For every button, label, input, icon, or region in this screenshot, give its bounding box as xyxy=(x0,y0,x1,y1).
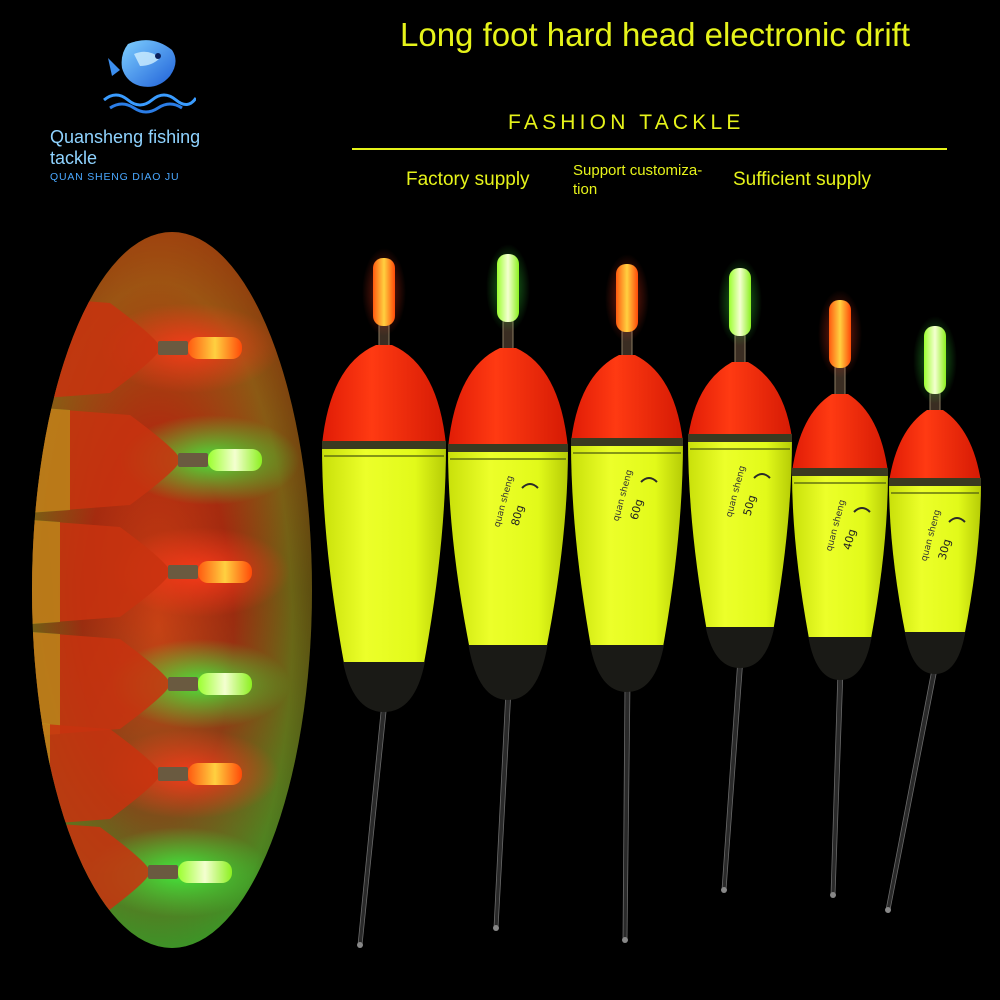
closeup-oval xyxy=(32,232,312,948)
float-stem xyxy=(721,657,744,891)
float-weight-print: 80g xyxy=(509,504,527,528)
feature-customization-label: Support customiza-tion xyxy=(573,162,703,198)
float-head xyxy=(322,345,446,445)
tagline: FASHION TACKLE xyxy=(508,111,745,134)
float-body xyxy=(889,482,981,635)
float-light-tip xyxy=(729,268,751,336)
float-light-tip xyxy=(829,300,851,368)
float-head xyxy=(688,362,792,438)
float-head xyxy=(792,394,888,472)
brand-romanized-name: QUAN SHENG DIAO JU xyxy=(50,171,180,183)
product-title: Long foot hard head electronic drift xyxy=(400,16,911,53)
float-weight-print: 30g xyxy=(936,538,954,562)
float-stem xyxy=(493,689,512,929)
float-body xyxy=(571,442,683,648)
float-light-tip xyxy=(497,254,519,322)
closeup-float-tip xyxy=(32,517,290,627)
float-light-tip xyxy=(616,264,638,332)
feature-factory-supply: Factory supply xyxy=(406,169,530,190)
float-stem xyxy=(830,669,844,896)
float-stem xyxy=(885,663,939,911)
float-head xyxy=(448,348,568,448)
float-head xyxy=(889,410,981,482)
feature-sufficient-supply: Sufficient supply xyxy=(733,169,872,190)
float-body xyxy=(688,438,792,630)
float-weight-print: 60g xyxy=(628,498,646,522)
divider-line xyxy=(352,148,947,150)
brand-name: Quansheng fishing tackle xyxy=(50,127,201,168)
float-stem xyxy=(357,701,388,946)
float-light-tip xyxy=(373,258,395,326)
float-stem xyxy=(622,681,631,941)
float-body xyxy=(448,448,568,648)
float-weight-print: 50g xyxy=(741,494,759,518)
float-product xyxy=(322,248,446,948)
float-body xyxy=(322,445,446,665)
fish-wave-logo-icon xyxy=(103,40,196,114)
float-light-tip xyxy=(924,326,946,394)
float-weight-print: 40g xyxy=(841,528,859,552)
float-body xyxy=(792,472,888,640)
float-head xyxy=(571,355,683,442)
feature-customization: Support customiza-tion xyxy=(573,161,733,199)
